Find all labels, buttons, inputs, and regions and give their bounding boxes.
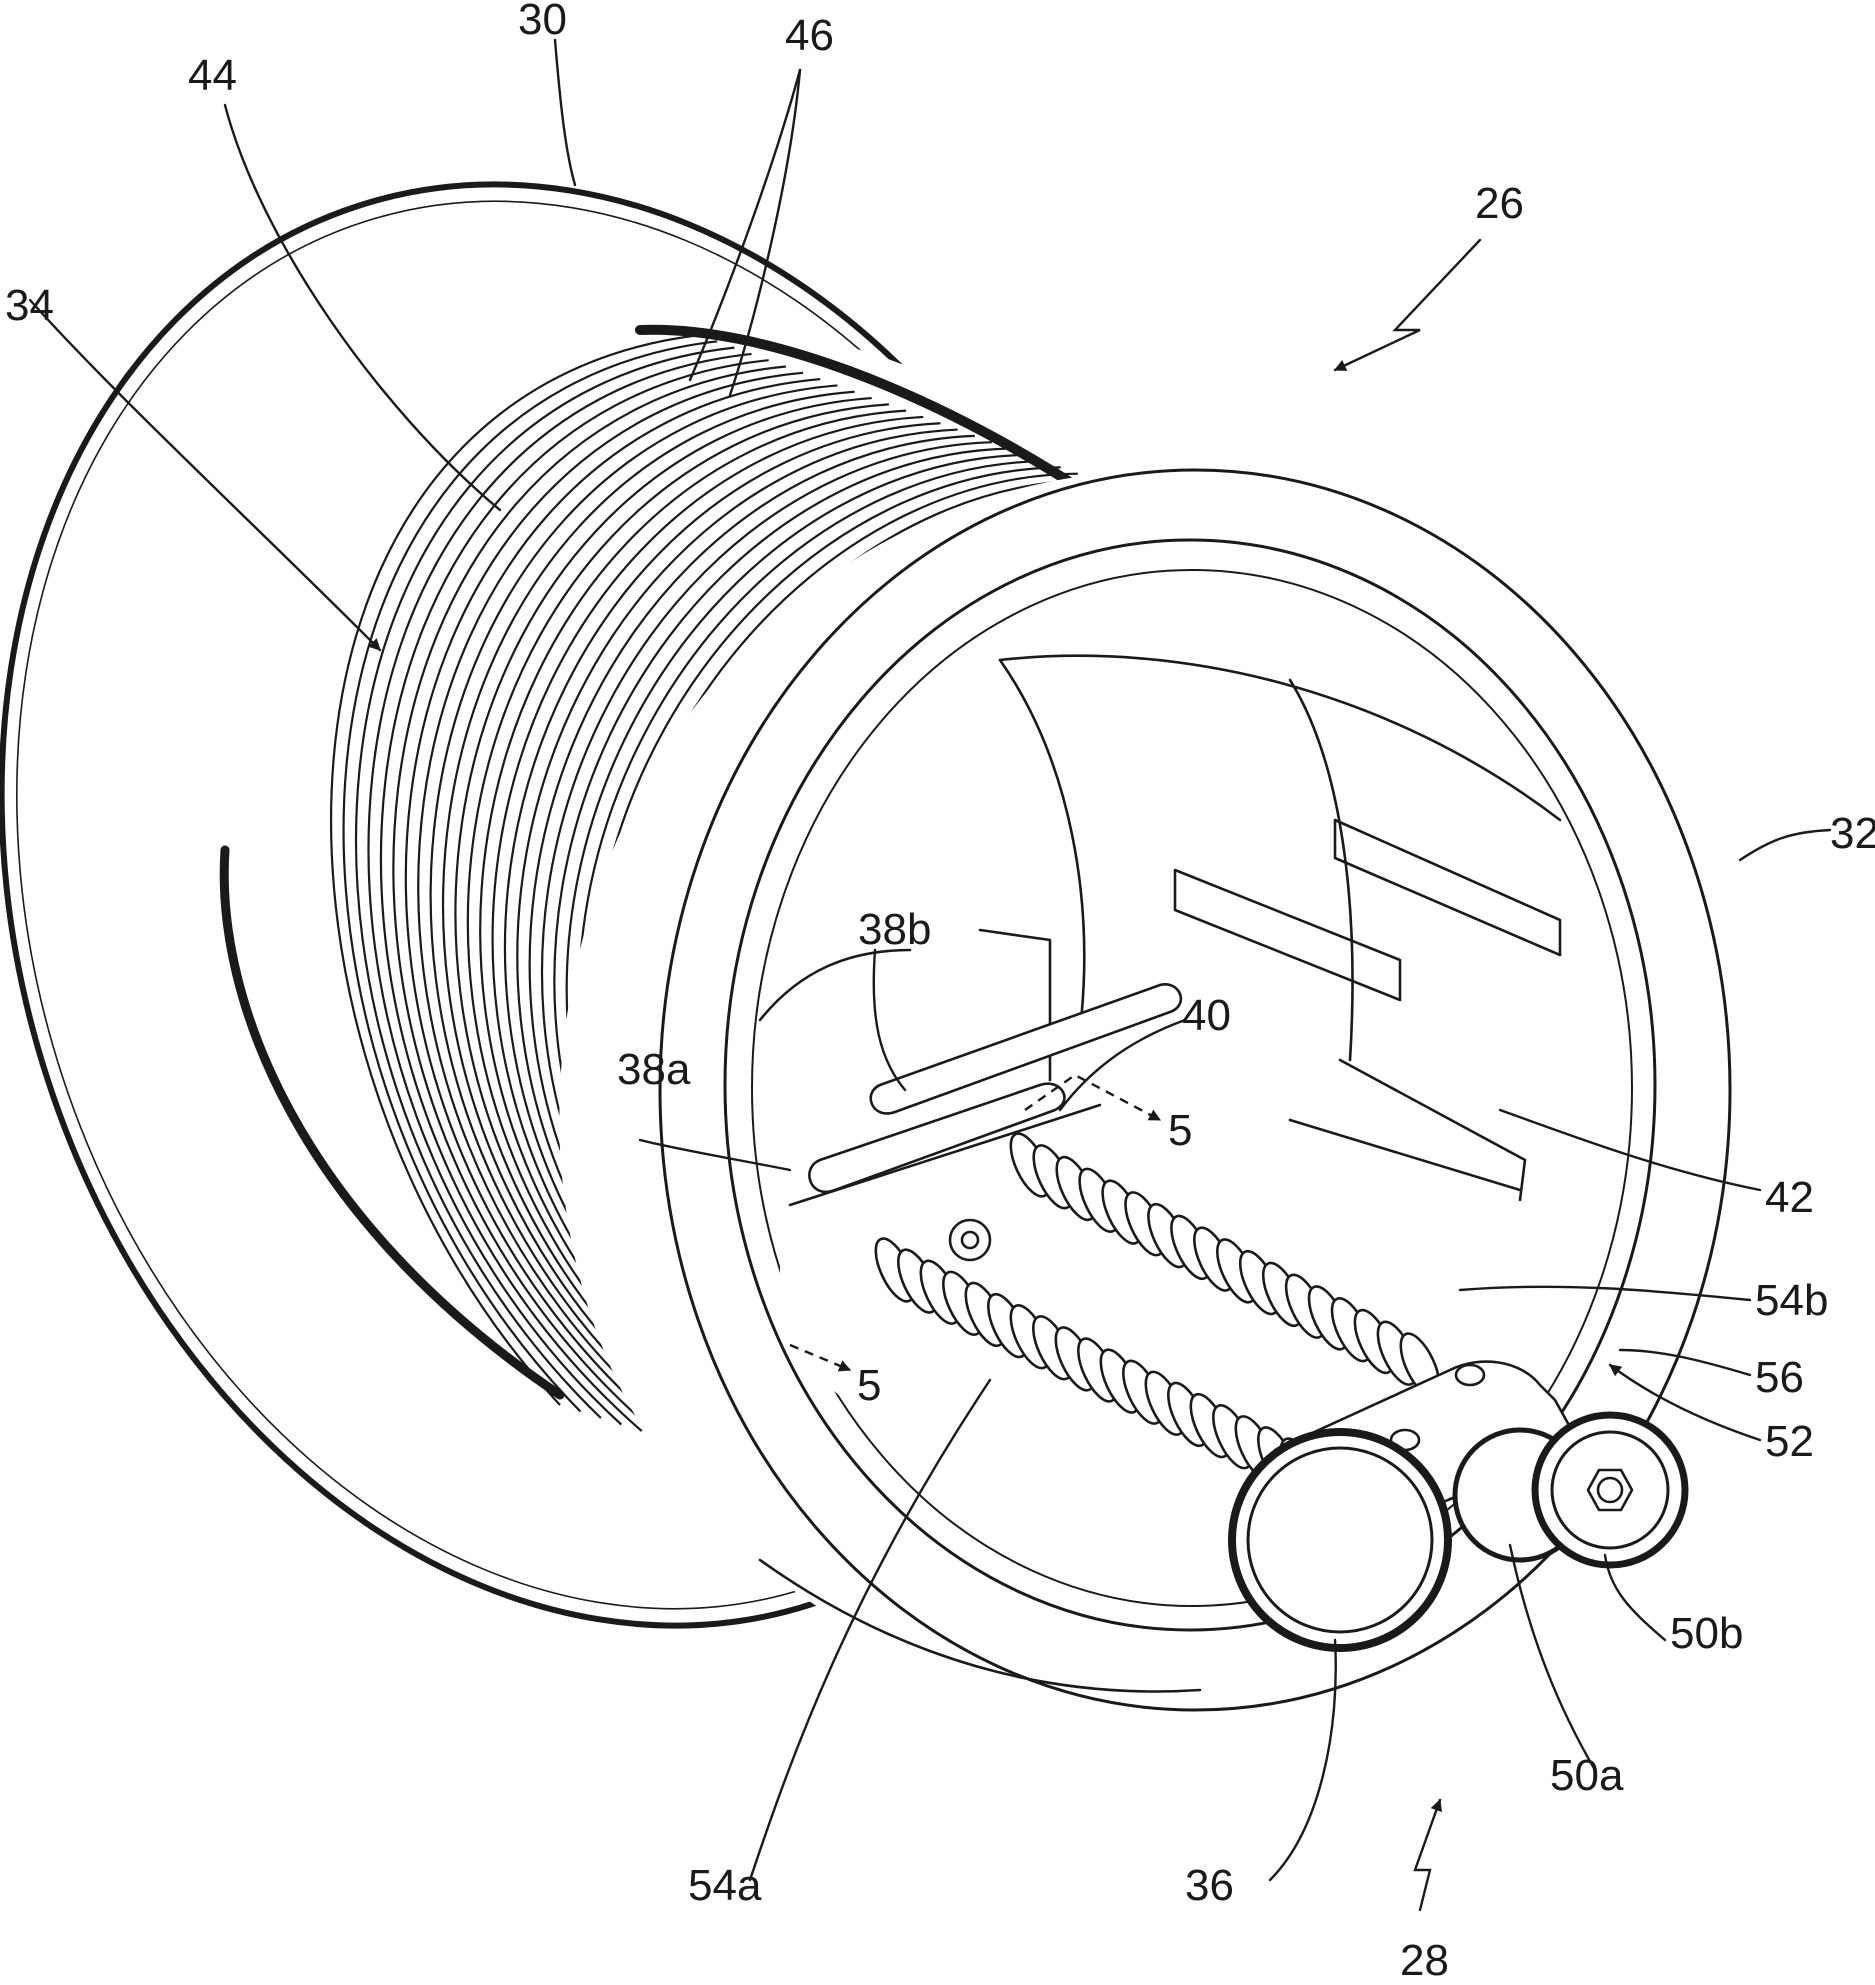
label-5-upper: 5: [1168, 1106, 1192, 1155]
label-26: 26: [1475, 179, 1524, 228]
label-50a: 50a: [1550, 1751, 1624, 1800]
label-30: 30: [518, 0, 567, 44]
label-34: 34: [5, 281, 54, 330]
label-54b: 54b: [1755, 1276, 1828, 1325]
label-50b: 50b: [1670, 1609, 1743, 1658]
label-54a: 54a: [688, 1861, 762, 1910]
roller-50b: [1535, 1415, 1685, 1565]
label-44: 44: [188, 51, 237, 100]
label-36: 36: [1185, 1861, 1234, 1910]
label-40: 40: [1182, 991, 1231, 1040]
roller-36: [1232, 1432, 1448, 1648]
label-56: 56: [1755, 1353, 1804, 1402]
pin: [950, 1220, 990, 1260]
label-52: 52: [1765, 1417, 1814, 1466]
label-38a: 38a: [617, 1045, 691, 1094]
label-42: 42: [1765, 1173, 1814, 1222]
label-28: 28: [1400, 1936, 1449, 1985]
hub-interior: [760, 656, 1560, 1470]
label-32: 32: [1830, 809, 1875, 858]
label-5-lower: 5: [857, 1361, 881, 1410]
label-38b: 38b: [858, 905, 931, 954]
label-46: 46: [785, 11, 834, 60]
